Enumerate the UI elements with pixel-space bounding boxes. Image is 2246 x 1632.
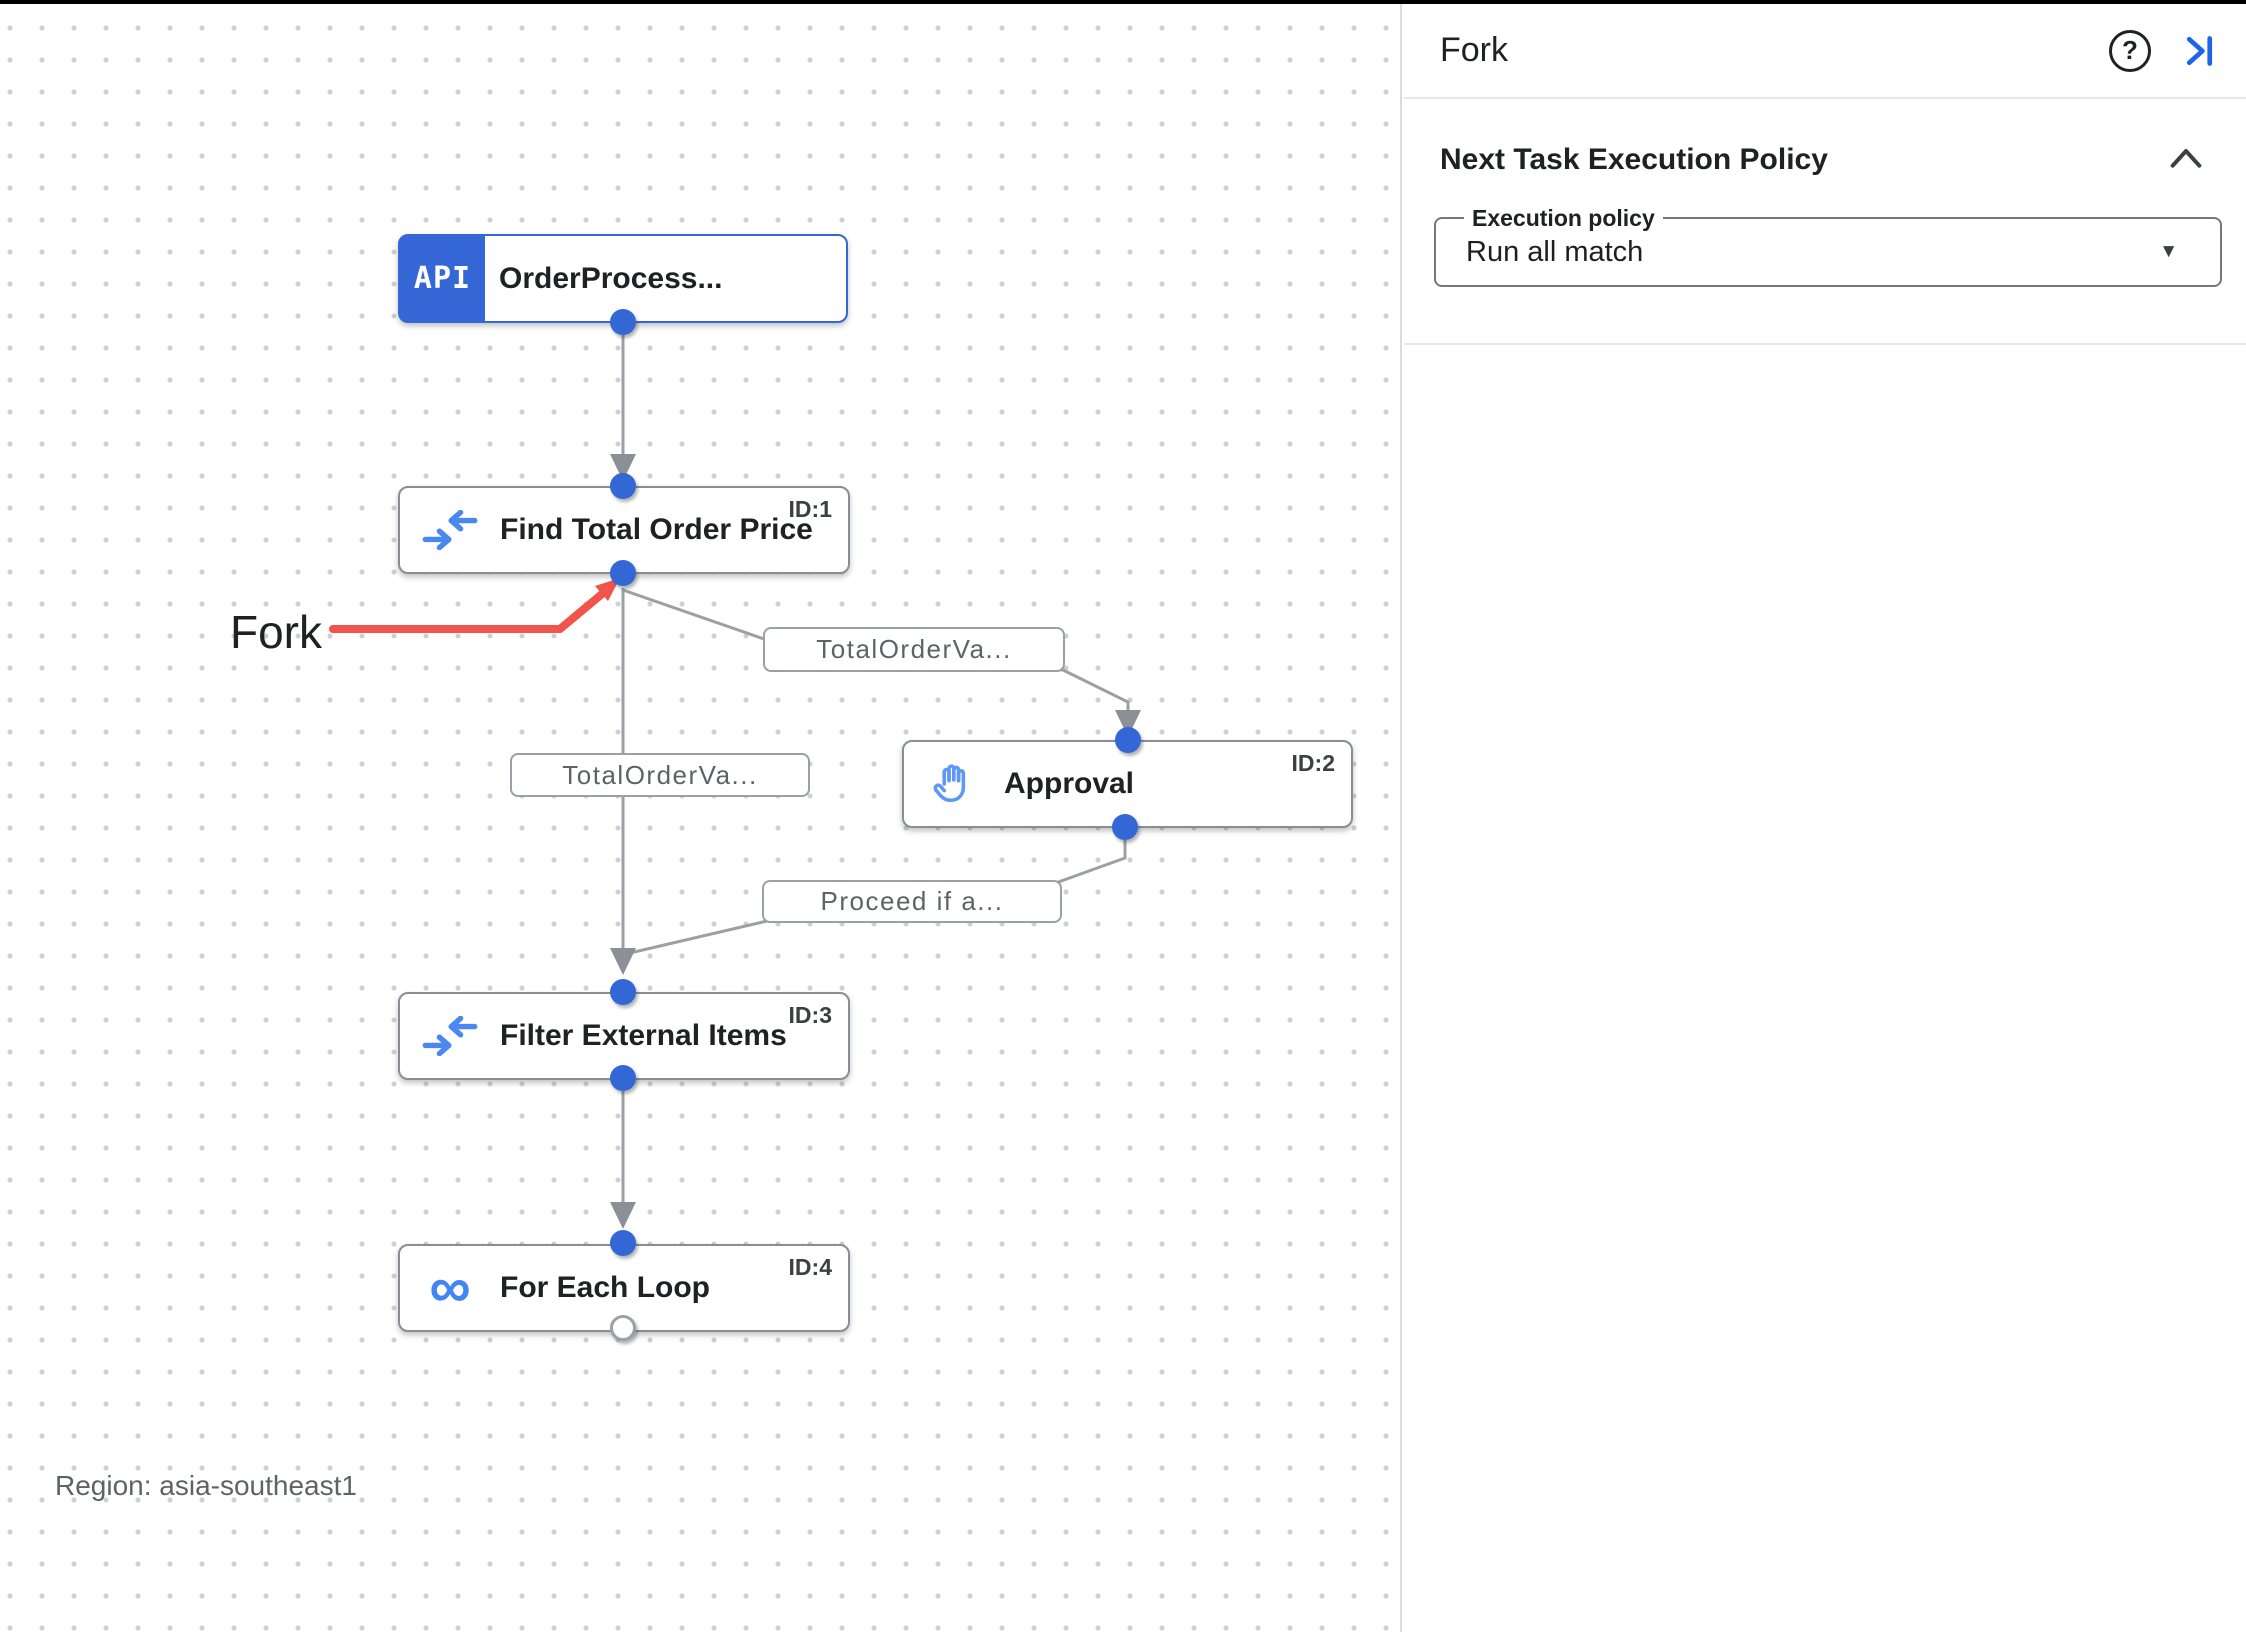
section-title: Next Task Execution Policy (1440, 143, 1828, 176)
collapse-panel-icon[interactable] (2176, 29, 2220, 73)
node-find-total-order-price[interactable]: Find Total Order Price ID:1 (398, 486, 850, 574)
node-trigger-orderprocess[interactable]: API OrderProcess... (398, 234, 848, 323)
arrowhead (610, 948, 636, 975)
dropdown-arrow-icon: ▼ (2159, 241, 2178, 262)
edge-fork-to-approval (622, 588, 1130, 714)
data-mapping-icon (422, 1016, 478, 1056)
node-title: For Each Loop (500, 1271, 710, 1304)
connector-filter-out[interactable] (610, 1065, 636, 1091)
connector-findtotal-in[interactable] (610, 473, 636, 499)
approval-hand-icon (933, 764, 966, 803)
connector-filter-in[interactable] (610, 979, 636, 1005)
connector-trigger-out[interactable] (610, 309, 636, 335)
loop-infinity-icon: ∞ (429, 1255, 471, 1320)
chevron-up-icon[interactable] (2166, 143, 2206, 175)
fork-callout-arrow (329, 578, 620, 633)
connector-approval-in[interactable] (1115, 727, 1141, 753)
node-title: Approval (1004, 767, 1135, 800)
node-title: Find Total Order Price (500, 513, 813, 546)
task-config-panel: Fork ? Next Task Execution Policy Execut… (1404, 4, 2246, 1632)
edge-label-total-order-to-filter[interactable]: TotalOrderVa... (510, 753, 810, 797)
region-label: Region: asia-southeast1 (55, 1470, 357, 1501)
connector-foreach-in[interactable] (610, 1230, 636, 1256)
connector-approval-out[interactable] (1112, 814, 1138, 840)
workflow-canvas[interactable]: API OrderProcess... Find Total Order Pri… (0, 4, 1402, 1632)
execution-policy-select[interactable]: Execution policy Run all match ▼ (1434, 205, 2222, 287)
arrowhead (1115, 710, 1141, 737)
node-approval[interactable]: Approval ID:2 (902, 740, 1353, 828)
workflow-edges (329, 335, 1141, 1229)
panel-title: Fork (1440, 31, 1508, 69)
connector-findtotal-out-fork-point[interactable] (610, 560, 636, 586)
node-id-badge: ID:2 (1291, 750, 1335, 776)
node-title: OrderProcess... (499, 261, 723, 295)
node-id-badge: ID:1 (788, 496, 832, 522)
arrowhead (610, 1202, 636, 1229)
api-trigger-icon: API (400, 236, 485, 321)
help-icon[interactable]: ? (2109, 29, 2151, 72)
data-mapping-icon (422, 510, 478, 550)
node-id-badge: ID:4 (788, 1254, 832, 1280)
connector-foreach-out-empty[interactable] (610, 1315, 636, 1341)
arrowhead (610, 454, 636, 481)
edge-label-total-order-to-approval[interactable]: TotalOrderVa... (763, 627, 1065, 672)
panel-header: Fork ? (1404, 4, 2246, 99)
node-title: Filter External Items (500, 1019, 787, 1052)
execution-policy-label: Execution policy (1464, 205, 1663, 232)
node-id-badge: ID:3 (788, 1002, 832, 1028)
execution-policy-value: Run all match (1466, 235, 1644, 268)
edge-label-proceed-if-approved[interactable]: Proceed if a... (762, 880, 1062, 923)
fork-callout-label: Fork (230, 606, 322, 658)
next-task-execution-policy-section: Next Task Execution Policy Execution pol… (1404, 99, 2246, 345)
window-top-edge (0, 0, 2246, 4)
